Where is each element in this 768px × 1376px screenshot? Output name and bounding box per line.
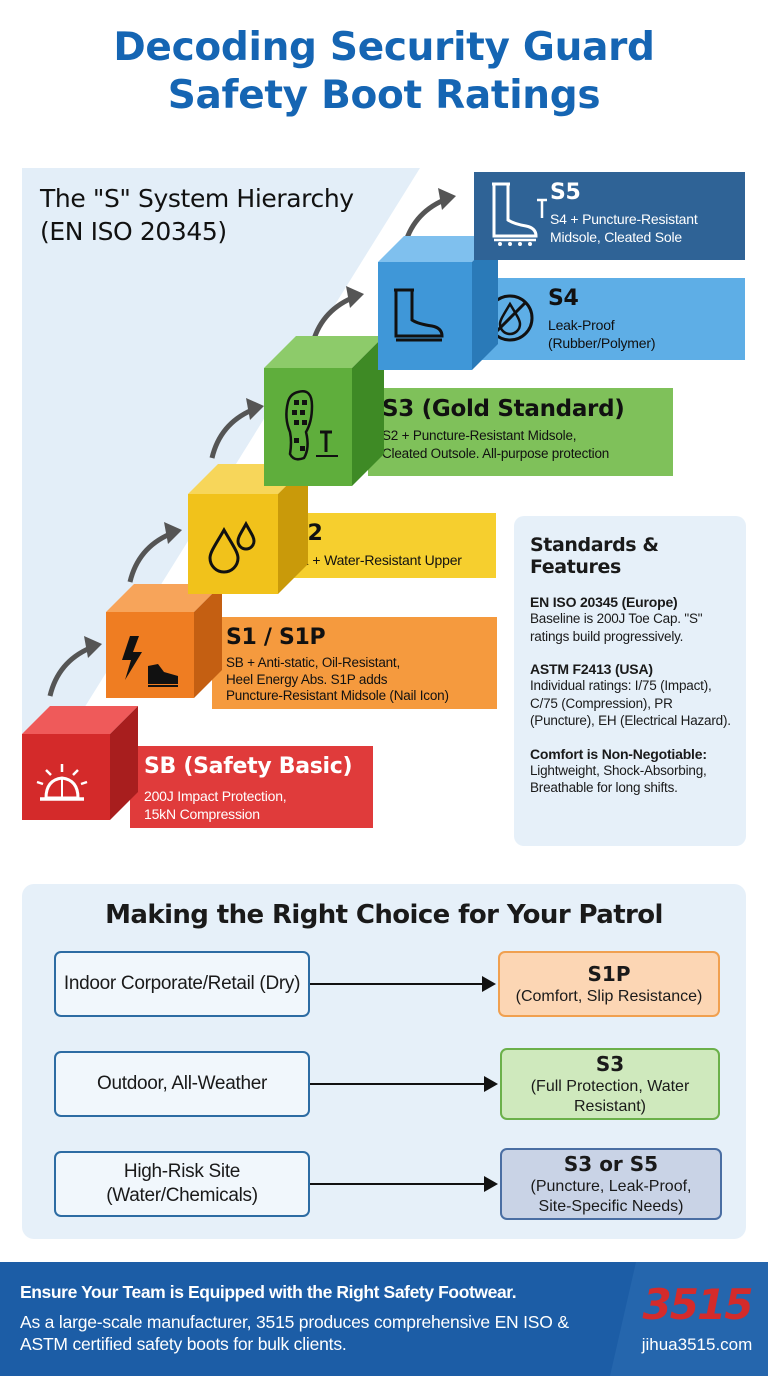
level-s1-desc-1: SB + Anti-static, Oil-Resistant, [226, 655, 401, 671]
choice-rating-detail: (Comfort, Slip Resistance) [515, 987, 703, 1005]
choice-rating-detail: (Puncture, Leak-Proof, Site-Specific Nee… [530, 1177, 692, 1215]
choice-rating-detail: (Full Protection, Water Resistant) [530, 1077, 690, 1115]
choice-arrow [310, 976, 496, 992]
features-item-title: ASTM F2413 (USA) [530, 661, 653, 678]
rubber-boot-icon [394, 288, 444, 342]
choice-rating-box: S3 (Full Protection, Water Resistant) [500, 1048, 720, 1120]
choice-condition-text: Outdoor, All-Weather [96, 1073, 268, 1095]
level-sb-label: SB (Safety Basic) 200J Impact Protection… [130, 746, 373, 828]
level-sb-desc-1: 200J Impact Protection, [144, 788, 287, 805]
features-heading: Standards & Features [530, 534, 659, 578]
choice-condition-box: High-Risk Site (Water/Chemicals) [54, 1151, 310, 1217]
page-title: Decoding Security Guard Safety Boot Rati… [0, 24, 768, 119]
level-sb-title: SB (Safety Basic) [144, 754, 353, 779]
nail-boot-icon [486, 180, 550, 255]
level-s1-desc-3: Puncture-Resistant Midsole (Nail Icon) [226, 688, 449, 704]
choice-arrow [310, 1176, 498, 1192]
level-s4-desc-2: (Rubber/Polymer) [548, 335, 656, 352]
level-s5-label: S5 S4 + Puncture-Resistant Midsole, Clea… [474, 172, 745, 260]
choice-rating-box: S1P (Comfort, Slip Resistance) [498, 951, 720, 1017]
level-sb-desc-2: 15kN Compression [144, 806, 260, 823]
cleated-sole-icon [285, 390, 338, 461]
step-arrow-sb-s1 [47, 636, 102, 697]
water-drops-icon [208, 520, 256, 574]
footer-heading: Ensure Your Team is Equipped with the Ri… [20, 1282, 517, 1302]
choice-rating-title: S1P [587, 961, 631, 986]
page-title-line-2: Safety Boot Ratings [167, 72, 601, 118]
choice-condition-text: Indoor Corporate/Retail (Dry) [63, 973, 301, 995]
features-item-desc: Individual ratings: I/75 (Impact), C/75 … [530, 678, 731, 729]
hard-hat-impact-icon [36, 764, 88, 801]
website-link[interactable]: jihua3515.com [641, 1335, 753, 1354]
choice-arrow [310, 1076, 498, 1092]
level-s4-cube [378, 236, 498, 370]
level-s3-desc-1: S2 + Puncture-Resistant Midsole, [382, 428, 577, 444]
level-s1-title: S1 / S1P [226, 625, 326, 650]
choice-condition-box: Outdoor, All-Weather [54, 1051, 310, 1117]
level-s5-title: S5 [550, 180, 581, 205]
choice-condition-text: High-Risk Site (Water/Chemicals) [106, 1161, 258, 1206]
standards-features-panel: Standards & Features EN ISO 20345 (Europ… [514, 516, 746, 846]
level-s2-label: S2 S1 + Water-Resistant Upper [278, 513, 496, 578]
level-s4-label: S4 Leak-Proof (Rubber/Polymer) [470, 278, 745, 360]
hierarchy-title-line-1: The "S" System Hierarchy [40, 184, 354, 213]
choice-rating-title: S3 or S5 [563, 1151, 659, 1176]
features-item-title: Comfort is Non-Negotiable: [530, 745, 707, 762]
level-s4-title: S4 [548, 286, 579, 311]
footer-brand-panel [610, 1262, 768, 1376]
features-item-desc: Baseline is 200J Toe Cap. "S" ratings bu… [530, 611, 703, 644]
choice-rating-box: S3 or S5 (Puncture, Leak-Proof, Site-Spe… [500, 1148, 722, 1220]
level-s3-title: S3 (Gold Standard) [382, 396, 625, 422]
features-item-title: EN ISO 20345 (Europe) [530, 594, 678, 610]
level-s1-desc-2: Heel Energy Abs. S1P adds [226, 671, 388, 687]
hierarchy-title-line-2: (EN ISO 20345) [40, 217, 227, 247]
step-arrow-s1-s2 [127, 522, 182, 583]
level-s2-title: S2 [292, 521, 496, 546]
level-s2-desc-1: S1 + Water-Resistant Upper [292, 552, 462, 569]
level-s1-label: S1 / S1P SB + Anti-static, Oil-Resistant… [212, 617, 497, 709]
choice-title: Making the Right Choice for Your Patrol [105, 900, 663, 930]
footer-description: As a large-scale manufacturer, 3515 prod… [20, 1312, 569, 1355]
brand-logo: 3515 [642, 1280, 754, 1329]
page-title-line-1: Decoding Security Guard [113, 25, 655, 70]
level-s4-desc-1: Leak-Proof [548, 317, 615, 334]
step-arrow-s2-s3 [209, 398, 264, 459]
level-s5-desc-1: S4 + Puncture-Resistant [550, 211, 698, 228]
level-sb-cube [22, 706, 138, 822]
level-s5-desc-2: Midsole, Cleated Sole [550, 229, 682, 246]
choice-rating-title: S3 [595, 1051, 625, 1076]
lightning-boot-icon [122, 636, 178, 687]
choice-condition-box: Indoor Corporate/Retail (Dry) [54, 951, 310, 1017]
level-s3-desc-2: Cleated Outsole. All-purpose protection [382, 445, 610, 461]
hierarchy-title: The "S" System Hierarchy (EN ISO 20345) [40, 182, 354, 249]
level-s3-label: S3 (Gold Standard) S2 + Puncture-Resista… [368, 388, 673, 476]
features-item-desc: Lightweight, Shock-Absorbing, Breathable… [530, 762, 707, 796]
